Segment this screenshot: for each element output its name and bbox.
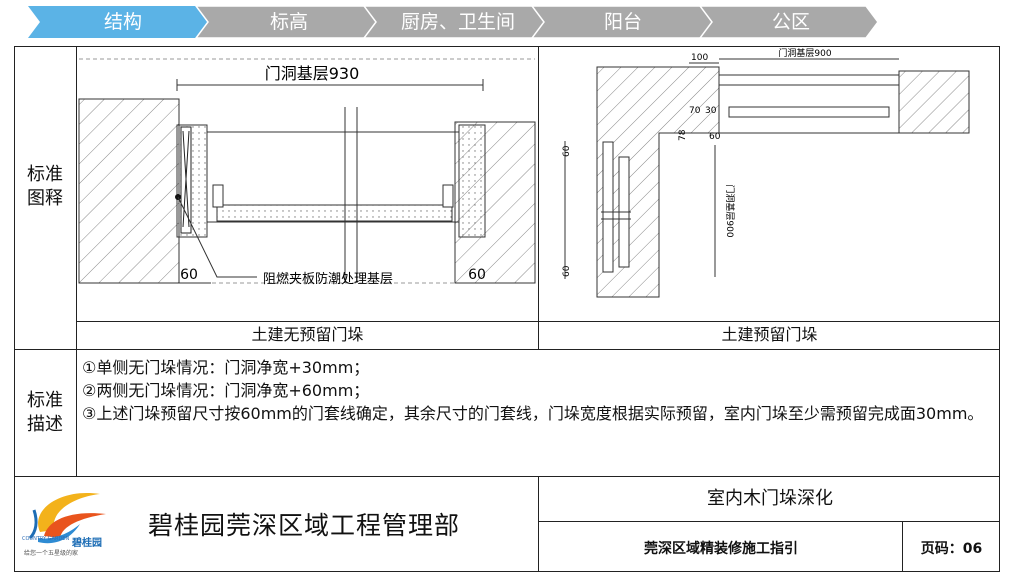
- right-jamb: [458, 124, 486, 238]
- dim-side-60-bottom: 60: [562, 265, 572, 277]
- divider: [539, 521, 1000, 522]
- nav-item-structure[interactable]: 结构: [103, 11, 142, 33]
- dim-left-60: 60: [180, 267, 198, 283]
- guide-table: [14, 46, 1000, 572]
- section-nav: 结构 标高 厨房、卫生间 阳台 公区: [28, 6, 878, 38]
- row-label-description-text: 标准 描述: [27, 390, 63, 435]
- logo-slogan: 给您一个五星级的家: [24, 550, 79, 557]
- left-wall: [78, 98, 180, 284]
- row-label-diagram-text: 标准 图释: [27, 164, 63, 209]
- left-drawing-caption: 土建无预留门垛: [251, 325, 364, 344]
- country-garden-logo-icon: [28, 492, 106, 544]
- dim-door-opening: 门洞基层930: [265, 64, 360, 83]
- nav-item-balcony[interactable]: 阳台: [603, 11, 642, 33]
- dim-100: 100: [691, 53, 708, 63]
- description-line-3: ③上述门垛预留尺寸按60mm的门套线确定，其余尺寸的门套线，门垛宽度根据实际预留…: [82, 404, 984, 423]
- divider: [902, 521, 903, 572]
- dim-vertical-opening: 门洞基层900: [724, 184, 736, 237]
- dim-60: 60: [709, 132, 721, 142]
- logo-text-cn: 碧桂园: [72, 538, 102, 549]
- nav-arrow-public: [699, 6, 878, 38]
- dim-side-60-top: 60: [562, 145, 572, 157]
- dim-70: 70: [689, 106, 701, 116]
- row-label-diagram: 标准 图释: [14, 163, 76, 211]
- dim-right-60: 60: [468, 267, 486, 283]
- guide-subtitle: 莞深区域精装修施工指引: [644, 541, 798, 557]
- nav-arrows: [28, 6, 878, 38]
- nav-arrow-elevation: [195, 6, 379, 38]
- divider: [76, 46, 77, 477]
- note-base-layer: 阻燃夹板防潮处理基层: [263, 271, 393, 287]
- company-name: 碧桂园莞深区域工程管理部: [148, 511, 461, 540]
- description-line-1: ①单侧无门垛情况：门洞净宽+30mm；: [82, 358, 370, 377]
- divider: [538, 476, 539, 572]
- dim-door-opening-right: 门洞基层900: [778, 47, 831, 59]
- door-leaf: [216, 204, 453, 222]
- right-section-drawing: 100 门洞基层900 70 30 60 78 门洞基层900 60 60: [562, 47, 970, 298]
- nav-item-kitchen-bathroom[interactable]: 厨房、卫生间: [400, 11, 515, 33]
- dim-78: 78: [678, 129, 688, 141]
- corner-wall: [596, 66, 720, 298]
- dim-30: 30: [705, 106, 717, 116]
- logo-text-en: COUNTRY GARDEN: [22, 536, 70, 542]
- divider: [538, 46, 539, 349]
- right-drawing-caption: 土建预留门垛: [721, 325, 818, 344]
- nav-arrow-structure: [28, 6, 210, 38]
- divider: [14, 476, 1000, 477]
- left-section-drawing: 门洞基层930 60 60 阻燃夹板防潮处理基层: [78, 58, 536, 287]
- nav-item-public-area[interactable]: 公区: [771, 11, 810, 33]
- page-number: 页码：06: [920, 541, 983, 557]
- row-label-description: 标准 描述: [14, 389, 76, 437]
- nav-arrow-balcony: [531, 6, 715, 38]
- nav-item-elevation[interactable]: 标高: [269, 11, 308, 33]
- description-line-2: ②两侧无门垛情况：门洞净宽+60mm；: [82, 381, 370, 400]
- divider: [14, 349, 1000, 350]
- company-logo: COUNTRY GARDEN 碧桂园 给您一个五星级的家: [20, 480, 118, 566]
- nav-arrow-kitchen: [363, 6, 547, 38]
- description-block: ①单侧无门垛情况：门洞净宽+30mm； ②两侧无门垛情况：门洞净宽+60mm； …: [82, 356, 994, 425]
- right-wall-block: [898, 70, 970, 134]
- section-title: 室内木门垛深化: [707, 488, 833, 509]
